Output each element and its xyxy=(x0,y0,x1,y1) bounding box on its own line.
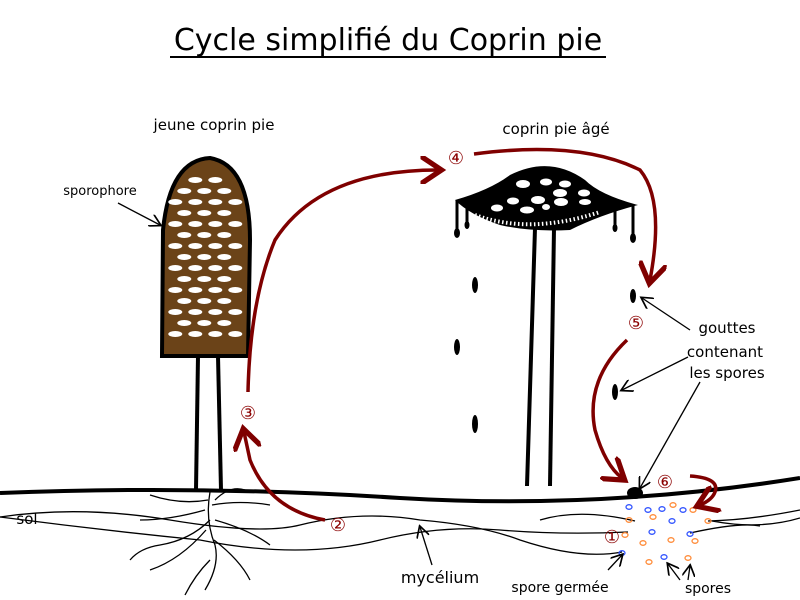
young-mushroom xyxy=(159,155,253,491)
ground-line xyxy=(0,476,800,504)
label-sporophore: sporophore xyxy=(63,184,137,199)
spore xyxy=(660,554,668,560)
spore xyxy=(621,532,629,538)
spore xyxy=(649,514,657,520)
label-soil: sol xyxy=(16,510,37,528)
label-drops-3: les spores xyxy=(689,364,765,382)
sporophore-pointer xyxy=(117,202,160,225)
spore xyxy=(625,517,633,523)
step-2: ② xyxy=(330,515,346,536)
spore xyxy=(686,531,694,537)
label-old: coprin pie âgé xyxy=(502,120,609,138)
step-4: ④ xyxy=(448,148,464,169)
step-3: ③ xyxy=(240,403,256,424)
title: Cycle simplifié du Coprin pie xyxy=(174,23,602,58)
step-5: ⑤ xyxy=(628,313,644,334)
spore xyxy=(658,506,666,512)
label-spores: spores xyxy=(685,581,731,597)
step-1: ① xyxy=(604,527,620,548)
spore xyxy=(679,507,687,513)
spore xyxy=(648,529,656,535)
spore xyxy=(644,507,652,513)
spore xyxy=(684,555,692,561)
mycelium-lines xyxy=(0,488,800,596)
spore xyxy=(668,518,676,524)
spore xyxy=(625,504,633,510)
spores-cluster xyxy=(618,502,712,565)
spore xyxy=(639,540,647,546)
step-6: ⑥ xyxy=(657,472,673,493)
label-young: jeune coprin pie xyxy=(153,116,275,134)
old-mushroom xyxy=(454,166,638,487)
spore xyxy=(689,507,697,513)
label-drops-1: gouttes xyxy=(698,319,755,337)
spore xyxy=(645,559,653,565)
spore xyxy=(691,538,699,544)
label-germinated-spore: spore germée xyxy=(511,580,608,596)
spore xyxy=(669,502,677,508)
label-drops-2: contenant xyxy=(687,343,763,361)
spore xyxy=(704,518,712,524)
label-mycelium: mycélium xyxy=(401,568,479,587)
spore xyxy=(667,537,675,543)
drop-pointers xyxy=(420,298,701,581)
cycle-arrows xyxy=(244,147,716,522)
